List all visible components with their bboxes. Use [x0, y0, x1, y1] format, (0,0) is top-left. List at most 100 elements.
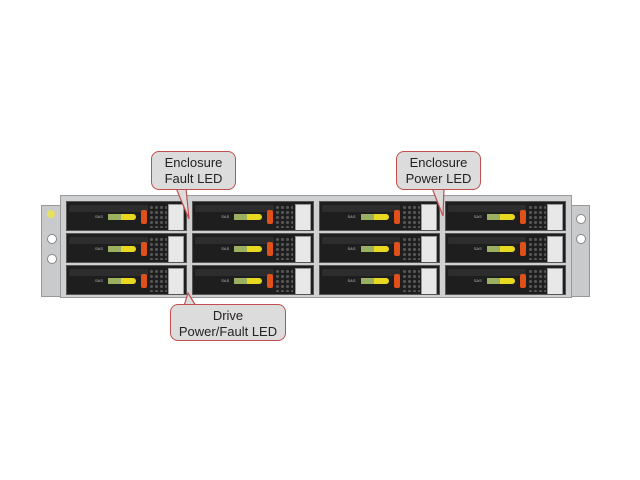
drive-bay[interactable]: SAS — [192, 265, 314, 295]
drive-release-latch[interactable] — [393, 274, 400, 288]
drive-capacity-tag — [121, 214, 136, 220]
drive-handle[interactable] — [447, 269, 527, 276]
drive-bay[interactable]: SAS — [192, 201, 314, 231]
drive-release-latch[interactable] — [267, 274, 274, 288]
drive-capacity-tag — [373, 246, 389, 252]
callout-line: Enclosure — [164, 155, 223, 170]
drive-type-label: SAS — [473, 214, 482, 219]
drive-type-label: SAS — [473, 246, 482, 251]
drive-type-label: SAS — [95, 214, 104, 219]
callout-line: Power LED — [405, 171, 472, 186]
drive-type-label: SAS — [473, 278, 482, 283]
drive-handle[interactable] — [447, 205, 527, 212]
drive-type-label: SAS — [347, 246, 356, 251]
drive-handle[interactable] — [69, 269, 148, 276]
drive-tag — [360, 214, 374, 220]
drive-vent — [149, 237, 167, 260]
drive-tag — [486, 214, 500, 220]
drive-release-latch[interactable] — [267, 242, 274, 256]
drive-tag — [486, 278, 500, 284]
callout-drive-power-fault-led: Drive Power/Fault LED — [170, 304, 286, 341]
drive-tag — [108, 246, 121, 252]
drive-vent — [275, 205, 294, 228]
drive-capacity-tag — [247, 246, 263, 252]
drive-release-latch[interactable] — [519, 242, 526, 256]
drive-serial-label — [547, 236, 563, 262]
drive-vent — [275, 269, 294, 292]
drive-serial-label — [547, 204, 563, 230]
drive-tag — [108, 278, 121, 284]
drive-type-label: SAS — [221, 214, 230, 219]
drive-bay[interactable]: SAS — [444, 201, 566, 231]
drive-vent — [527, 205, 546, 228]
drive-vent — [527, 269, 546, 292]
drive-bay[interactable]: SAS — [318, 265, 440, 295]
callout-line: Enclosure — [409, 155, 468, 170]
drive-bay[interactable]: SAS — [66, 233, 188, 263]
callout-line: Power/Fault LED — [178, 324, 278, 339]
drive-release-latch[interactable] — [519, 274, 526, 288]
drive-capacity-tag — [499, 246, 515, 252]
drive-bay[interactable]: SAS — [318, 233, 440, 263]
drive-release-latch[interactable] — [141, 210, 147, 224]
drive-handle[interactable] — [195, 237, 274, 244]
drive-release-latch[interactable] — [519, 210, 526, 224]
drive-type-label: SAS — [347, 214, 356, 219]
drive-serial-label — [420, 268, 437, 294]
drive-bay[interactable]: SAS — [192, 233, 314, 263]
drive-capacity-tag — [247, 214, 263, 220]
drive-release-latch[interactable] — [393, 210, 400, 224]
pointer-enclosure-power — [431, 187, 445, 217]
drive-capacity-tag — [499, 214, 515, 220]
drive-release-latch[interactable] — [141, 242, 147, 256]
drive-release-latch[interactable] — [267, 210, 274, 224]
drive-bay[interactable]: SAS — [444, 265, 566, 295]
drive-tag — [234, 278, 248, 284]
drive-vent — [401, 269, 420, 292]
drive-tag — [360, 278, 374, 284]
drive-vent — [401, 237, 420, 260]
drive-serial-label — [168, 204, 185, 230]
drive-vent — [275, 237, 294, 260]
drive-capacity-tag — [499, 278, 515, 284]
drive-tag — [486, 246, 500, 252]
drive-handle[interactable] — [195, 269, 274, 276]
drive-handle[interactable] — [321, 237, 401, 244]
drive-release-latch[interactable] — [141, 274, 147, 288]
pointer-enclosure-fault — [175, 187, 190, 220]
drive-type-label: SAS — [221, 246, 230, 251]
drive-capacity-tag — [247, 278, 263, 284]
drive-type-label: SAS — [221, 278, 230, 283]
drive-handle[interactable] — [321, 205, 401, 212]
drive-bay[interactable]: SAS — [444, 233, 566, 263]
drive-tag — [234, 246, 248, 252]
drive-capacity-tag — [121, 246, 136, 252]
drive-type-label: SAS — [95, 246, 104, 251]
drive-release-latch[interactable] — [393, 242, 400, 256]
drive-serial-label — [420, 204, 437, 230]
drive-tag — [360, 246, 374, 252]
drive-handle[interactable] — [321, 269, 401, 276]
drive-capacity-tag — [373, 278, 389, 284]
drive-handle[interactable] — [195, 205, 274, 212]
callout-line: Fault LED — [164, 171, 223, 186]
drive-serial-label — [547, 268, 563, 294]
callout-enclosure-power-led: Enclosure Power LED — [396, 151, 481, 190]
drive-bay[interactable]: SAS — [66, 201, 188, 231]
drive-vent — [401, 205, 420, 228]
drive-bay-grid: SAS SAS SAS SAS SAS SAS SAS SAS SAS SAS SAS SAS — [66, 201, 566, 295]
drive-bay[interactable]: SAS — [318, 201, 440, 231]
drive-serial-label — [168, 236, 185, 262]
drive-vent — [149, 269, 167, 292]
drive-bay[interactable]: SAS — [66, 265, 188, 295]
drive-handle[interactable] — [69, 237, 148, 244]
drive-serial-label — [294, 268, 311, 294]
drive-vent — [527, 237, 546, 260]
drive-handle[interactable] — [69, 205, 148, 212]
drive-handle[interactable] — [447, 237, 527, 244]
drive-capacity-tag — [121, 278, 136, 284]
drive-serial-label — [420, 236, 437, 262]
drive-tag — [234, 214, 248, 220]
drive-capacity-tag — [373, 214, 389, 220]
